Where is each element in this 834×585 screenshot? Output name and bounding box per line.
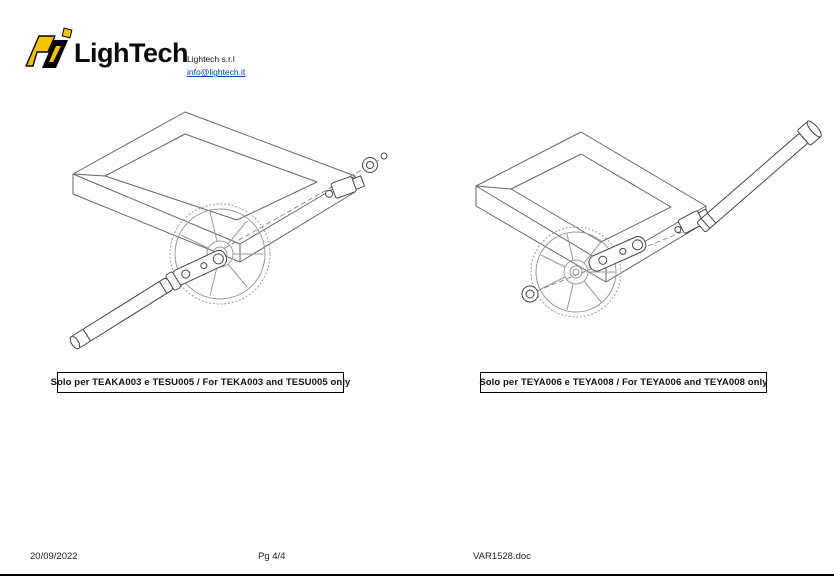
caption-box-left: Solo per TEAKA003 e TESU005 / For TEKA00… xyxy=(51,372,350,393)
axis-centerline xyxy=(521,219,713,298)
brand-name: LighTech xyxy=(74,38,189,68)
page-bottom-rule xyxy=(0,574,834,576)
axle-pin xyxy=(697,120,822,232)
caption-text: Solo per TEYA006 e TEYA008 / For TEYA006… xyxy=(479,377,768,388)
exploded-diagram-right xyxy=(475,120,822,318)
chain-adjuster-plate xyxy=(588,236,647,272)
axle-rod xyxy=(69,271,182,350)
footer-date: 20/09/2022 xyxy=(30,551,78,562)
sprocket-wheel xyxy=(530,226,622,318)
axle-block xyxy=(325,175,365,199)
footer-filename: VAR1528.doc xyxy=(473,551,531,562)
swingarm-outline xyxy=(72,111,356,263)
company-info: Lightech s.r.l info@lightech.it xyxy=(187,53,245,79)
exploded-diagram-left xyxy=(69,111,388,350)
caption-box-right: Solo per TEYA006 e TEYA008 / For TEYA006… xyxy=(479,372,768,393)
caption-text: Solo per TEAKA003 e TESU005 / For TEKA00… xyxy=(50,377,351,388)
axle-nut xyxy=(521,285,539,303)
email-link[interactable]: info@lightech.it xyxy=(187,67,246,78)
company-name: Lightech s.r.l xyxy=(187,54,235,64)
axle-nut xyxy=(362,152,388,173)
lightech-logo-icon xyxy=(25,27,73,68)
footer-page-number: Pg 4/4 xyxy=(258,551,286,562)
